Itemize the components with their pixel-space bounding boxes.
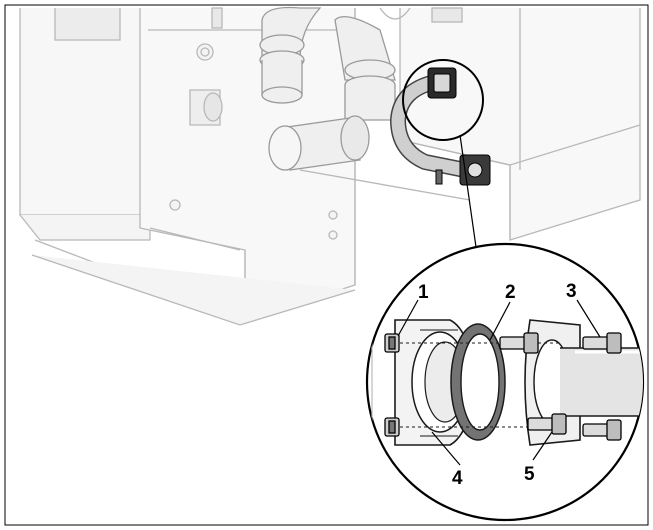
leader-line	[459, 134, 477, 248]
nut-icon	[384, 333, 400, 437]
flange-assembly	[371, 319, 643, 446]
callout-3: 3	[566, 281, 577, 302]
figure-frame	[4, 4, 649, 526]
pipe-icon	[560, 347, 643, 417]
callout-5: 5	[524, 464, 535, 485]
callout-4: 4	[452, 468, 463, 489]
connection-pipe	[389, 67, 491, 186]
detail-circle-upper	[402, 59, 484, 141]
bolt-icon	[499, 332, 622, 441]
callout-2: 2	[505, 282, 516, 303]
callout-leaders	[397, 299, 601, 466]
callout-1: 1	[418, 282, 429, 303]
flue-pipework	[259, 6, 471, 201]
